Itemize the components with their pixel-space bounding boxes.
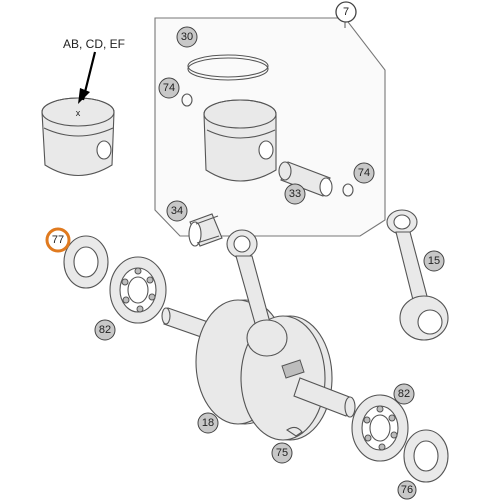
needle-bearing xyxy=(188,213,223,247)
piston-marking-illustration: x xyxy=(41,97,115,176)
piston-kit-piston xyxy=(203,99,277,182)
callout-74-lower-label: 74 xyxy=(358,167,370,179)
callout-33[interactable]: 33 xyxy=(284,183,306,205)
shaft-seal-right xyxy=(403,429,449,483)
callout-82-left-label: 82 xyxy=(99,324,111,336)
shaft-seal-left xyxy=(63,235,109,289)
callout-18-label: 18 xyxy=(202,417,214,429)
callout-15-label: 15 xyxy=(428,255,440,267)
connecting-rod-spare xyxy=(386,209,449,341)
callout-82-right[interactable]: 82 xyxy=(393,383,415,405)
callout-77-highlighted[interactable]: 77 xyxy=(45,227,71,253)
callout-33-label: 33 xyxy=(289,188,301,200)
circlip-lower xyxy=(342,183,354,197)
callout-74-upper-label: 74 xyxy=(163,82,175,94)
callout-75-label: 75 xyxy=(276,447,288,459)
callout-30-label: 30 xyxy=(181,31,193,43)
variant-note: AB, CD, EF xyxy=(63,37,125,51)
callout-7[interactable]: 7 xyxy=(335,1,357,23)
callout-30[interactable]: 30 xyxy=(176,26,198,48)
callout-75[interactable]: 75 xyxy=(271,442,293,464)
piston-ring xyxy=(187,54,269,81)
callout-34[interactable]: 34 xyxy=(166,200,188,222)
ball-bearing-left xyxy=(109,256,167,324)
callout-34-label: 34 xyxy=(171,205,183,217)
piston-pin xyxy=(278,161,333,197)
circlip-upper xyxy=(181,93,193,107)
piston-mark: x xyxy=(76,108,81,118)
callout-76-label: 76 xyxy=(401,484,413,496)
callout-82-left[interactable]: 82 xyxy=(94,319,116,341)
ball-bearing-right xyxy=(351,394,409,462)
callout-15[interactable]: 15 xyxy=(423,250,445,272)
callout-18[interactable]: 18 xyxy=(197,412,219,434)
callout-74-lower[interactable]: 74 xyxy=(353,162,375,184)
connecting-rod-mounted xyxy=(226,229,288,357)
variant-arrow xyxy=(78,51,97,104)
callout-7-label: 7 xyxy=(343,6,349,18)
woodruff-key xyxy=(286,426,303,437)
callout-82-right-label: 82 xyxy=(398,388,410,400)
callout-77-label: 77 xyxy=(52,234,64,246)
callout-74-upper[interactable]: 74 xyxy=(158,77,180,99)
callout-76[interactable]: 76 xyxy=(397,480,417,500)
